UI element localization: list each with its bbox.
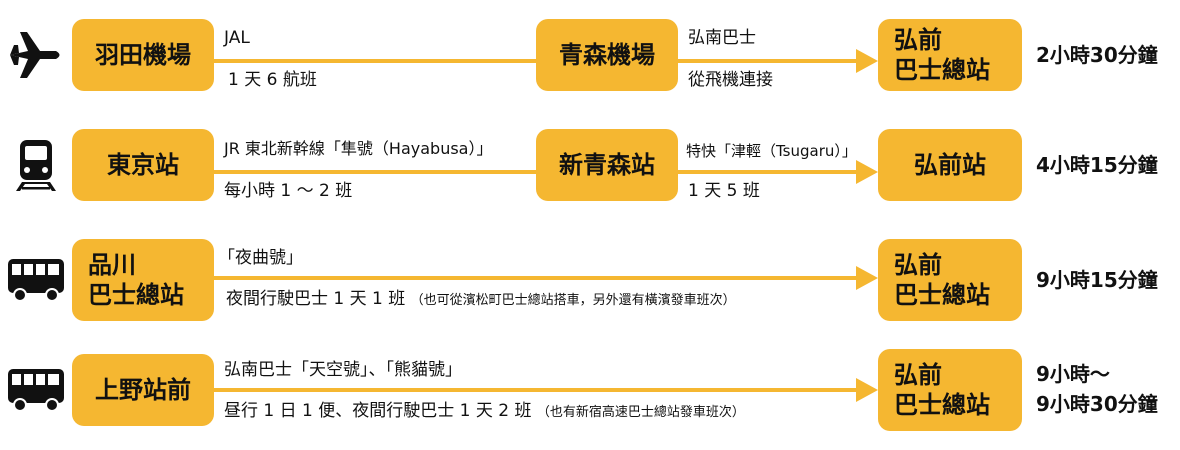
destination-line: 巴士總站 <box>894 56 990 84</box>
airplane-icon <box>10 32 60 78</box>
transfer-label: 新青森站 <box>559 151 655 179</box>
schedule-text: 昼行 1 日 1 便、夜間行駛巴士 1 天 2 班 <box>224 401 532 421</box>
schedule-note: （也有新宿高速巴士總站發車班次） <box>536 405 745 420</box>
segment-top-label: 「夜曲號」 <box>218 248 303 268</box>
segment-top-label: JR 東北新幹線「隼號（Hayabusa）」 <box>224 139 493 158</box>
destination-box: 弘前 巴士總站 <box>878 239 1022 321</box>
transfer-label: 青森機場 <box>559 41 655 69</box>
route-line <box>214 276 858 280</box>
destination-line: 巴士總站 <box>894 391 990 419</box>
destination-label: 弘前站 <box>914 151 986 179</box>
arrow-head <box>856 160 878 184</box>
travel-time-text: 9小時～ <box>1036 362 1110 386</box>
destination-box: 弘前 巴士總站 <box>878 19 1022 91</box>
travel-time: 9小時～ 9小時30分鐘 <box>1036 359 1158 419</box>
origin-box: 品川 巴士總站 <box>72 239 214 321</box>
origin-label: 東京站 <box>107 151 179 179</box>
segment-top-label: JAL <box>224 28 250 48</box>
segment-top-label: 特快「津輕（Tsugaru）」 <box>686 142 857 160</box>
segment-bottom-label: 1 天 5 班 <box>688 181 760 201</box>
route-line <box>214 388 858 392</box>
travel-time: 2小時30分鐘 <box>1036 40 1158 70</box>
schedule-text: 夜間行駛巴士 1 天 1 班 <box>226 289 406 309</box>
travel-time-text: 9小時15分鐘 <box>1036 268 1158 292</box>
destination-line: 弘前 <box>894 361 942 389</box>
origin-box: 上野站前 <box>72 354 214 426</box>
origin-box: 東京站 <box>72 129 214 201</box>
arrow-head <box>856 49 878 73</box>
route-shinagawa: 品川 巴士總站 「夜曲號」 夜間行駛巴士 1 天 1 班 （也可從濱松町巴士總站… <box>0 235 1180 325</box>
origin-line: 品川 <box>88 251 136 279</box>
transfer-box: 新青森站 <box>536 129 678 201</box>
route-tokyo: 東京站 JR 東北新幹線「隼號（Hayabusa）」 每小時 1 ～ 2 班 新… <box>0 120 1180 210</box>
transfer-box: 青森機場 <box>536 19 678 91</box>
travel-time-text: 4小時15分鐘 <box>1036 153 1158 177</box>
destination-box: 弘前站 <box>878 129 1022 201</box>
segment-bottom-label: 從飛機連接 <box>688 70 773 90</box>
destination-line: 弘前 <box>894 251 942 279</box>
segment-top-label: 弘南巴士「天空號」、「熊貓號」 <box>224 360 462 380</box>
origin-line: 巴士總站 <box>88 281 184 309</box>
origin-box: 羽田機場 <box>72 19 214 91</box>
arrow-head <box>856 266 878 290</box>
travel-time-text: 2小時30分鐘 <box>1036 43 1158 67</box>
route-haneda: 羽田機場 JAL 1 天 6 航班 青森機場 弘南巴士 從飛機連接 弘前 巴士總… <box>0 10 1180 100</box>
segment-top-label: 弘南巴士 <box>688 28 756 48</box>
travel-time-text: 9小時30分鐘 <box>1036 392 1158 416</box>
bus-icon <box>8 259 64 302</box>
route-line <box>214 170 536 174</box>
destination-line: 弘前 <box>894 26 942 54</box>
route-ueno: 上野站前 弘南巴士「天空號」、「熊貓號」 昼行 1 日 1 便、夜間行駛巴士 1… <box>0 345 1180 435</box>
travel-time: 4小時15分鐘 <box>1036 150 1158 180</box>
schedule-note: （也可從濱松町巴士總站搭車，另外還有橫濱發車班次） <box>410 293 736 308</box>
bus-icon <box>8 369 64 412</box>
route-line <box>214 59 536 63</box>
segment-bottom-label: 夜間行駛巴士 1 天 1 班 （也可從濱松町巴士總站搭車，另外還有橫濱發車班次） <box>226 288 736 312</box>
destination-box: 弘前 巴士總站 <box>878 349 1022 431</box>
destination-line: 巴士總站 <box>894 281 990 309</box>
travel-time: 9小時15分鐘 <box>1036 265 1158 295</box>
train-icon <box>16 140 56 191</box>
segment-bottom-label: 昼行 1 日 1 便、夜間行駛巴士 1 天 2 班 （也有新宿高速巴士總站發車班… <box>224 400 745 424</box>
arrow-head <box>856 378 878 402</box>
route-line <box>678 170 858 174</box>
route-line <box>678 59 858 63</box>
segment-bottom-label: 每小時 1 ～ 2 班 <box>224 181 353 201</box>
origin-label: 羽田機場 <box>95 41 191 69</box>
segment-bottom-label: 1 天 6 航班 <box>228 70 317 90</box>
origin-label: 上野站前 <box>95 376 191 404</box>
